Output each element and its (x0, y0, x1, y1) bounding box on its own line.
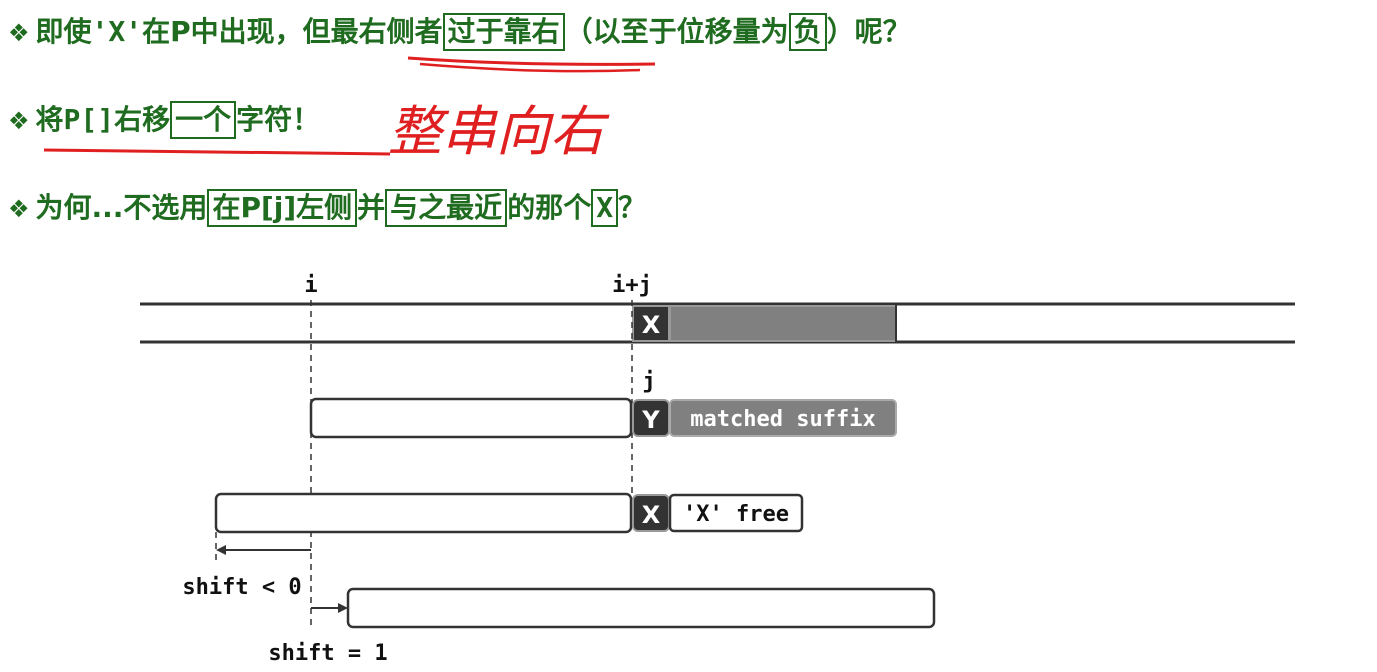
bullet-3-text-b: 并 (357, 191, 386, 224)
bullet-2-text-c: 字符！ (236, 103, 321, 136)
bullet-1-code: 'X' (91, 15, 143, 48)
bullet-1: ❖即使'X'在P中出现，但最右侧者过于靠右（以至于位移量为负）呢？ (8, 12, 911, 53)
label-i: i (304, 273, 317, 298)
bullet-3-text-c: 的那个 (507, 191, 592, 224)
bullet-1-text-d: ）呢？ (826, 15, 911, 48)
bullet-3-box-left-of-pj: 在P[j]左侧 (207, 189, 358, 227)
candidate-cell-char: X (642, 501, 661, 529)
text-cell-char: X (642, 311, 661, 339)
red-underline-2 (43, 148, 391, 156)
arrow-head-right-icon (338, 603, 348, 613)
bullet-1-text-c: （以至于位移量为 (564, 15, 789, 48)
bullet-1-box-too-right: 过于靠右 (442, 13, 565, 51)
bullet-1-text-b: 在P中出现，但最右侧者 (142, 15, 443, 48)
diamond-bullet-icon: ❖ (8, 107, 30, 135)
x-free-label: 'X' free (683, 502, 789, 527)
diamond-bullet-icon: ❖ (8, 195, 30, 223)
bullet-2-box-one: 一个 (170, 101, 237, 139)
red-underline-1b (419, 62, 641, 73)
bullet-3-box-x: X (591, 189, 619, 227)
label-i-plus-j: i+j (612, 273, 652, 298)
pattern-body-shifted-left (214, 492, 633, 534)
bullet-3-text-d: ？ (618, 191, 647, 224)
text-cell-x (632, 305, 670, 342)
bullet-1-box-negative: 负 (788, 13, 827, 51)
bullet-1-text-a: 即使 (35, 15, 92, 48)
label-shift-negative: shift < 0 (182, 575, 301, 600)
text-matched-region (669, 305, 897, 342)
diamond-bullet-icon: ❖ (8, 19, 30, 47)
bullet-3-box-nearest: 与之最近 (385, 189, 508, 227)
pattern-cell-char: Y (641, 406, 660, 434)
arrow-head-left-icon (216, 545, 226, 555)
bullet-2: ❖将P[]右移一个字符！ (8, 100, 320, 141)
pattern-body-current (309, 397, 633, 439)
x-free-box (668, 493, 804, 533)
bullet-2-text-a: 将 (35, 103, 64, 136)
matched-suffix-box (669, 399, 897, 437)
bullet-3-text-a: 为何...不选用 (35, 191, 208, 224)
bullet-2-text-b: 右移 (114, 103, 171, 136)
matched-suffix-label: matched suffix (690, 407, 875, 432)
red-underline-1 (407, 56, 656, 66)
pattern-body-shifted-one (346, 587, 936, 629)
bullet-2-code: P[] (63, 103, 115, 136)
label-shift-one: shift = 1 (268, 641, 387, 666)
handwritten-note: 整串向右 (388, 100, 610, 163)
label-j: j (642, 369, 655, 394)
